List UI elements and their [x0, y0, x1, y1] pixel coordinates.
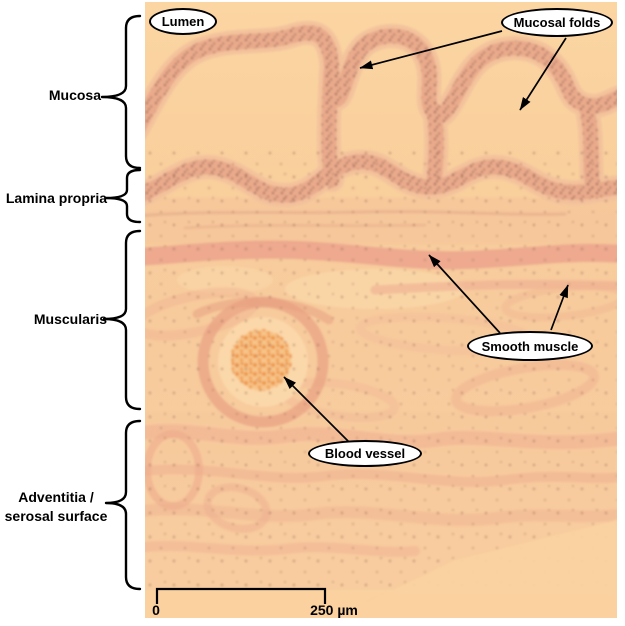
mucosal-folds-callout-label: Mucosal folds	[513, 15, 601, 30]
lumen-callout: Lumen	[149, 8, 217, 35]
histology-micrograph	[145, 2, 617, 618]
scale-start-label: 0	[152, 602, 160, 618]
lamina-propria-label: Lamina propria	[5, 190, 107, 206]
adventitia-label-line2: serosal surface	[4, 508, 108, 524]
brace-lamina-propria	[104, 168, 142, 224]
brace-mucosa	[100, 14, 142, 170]
blood-vessel-callout-label: Blood vessel	[324, 446, 406, 461]
brace-muscularis	[102, 229, 142, 411]
lumen-callout-label: Lumen	[161, 14, 205, 29]
smooth-muscle-callout-label: Smooth muscle	[481, 338, 579, 354]
adventitia-label: Adventitia / serosal surface	[0, 488, 112, 526]
mucosa-label: Mucosa	[48, 87, 101, 103]
scale-end-label: 250 µm	[310, 602, 358, 618]
adventitia-label-line1: Adventitia /	[18, 489, 94, 505]
blood-vessel-callout: Blood vessel	[308, 440, 422, 467]
muscularis-label: Muscularis	[33, 311, 107, 327]
mucosal-folds-callout: Mucosal folds	[501, 8, 613, 37]
smooth-muscle-callout: Smooth muscle	[467, 331, 593, 361]
